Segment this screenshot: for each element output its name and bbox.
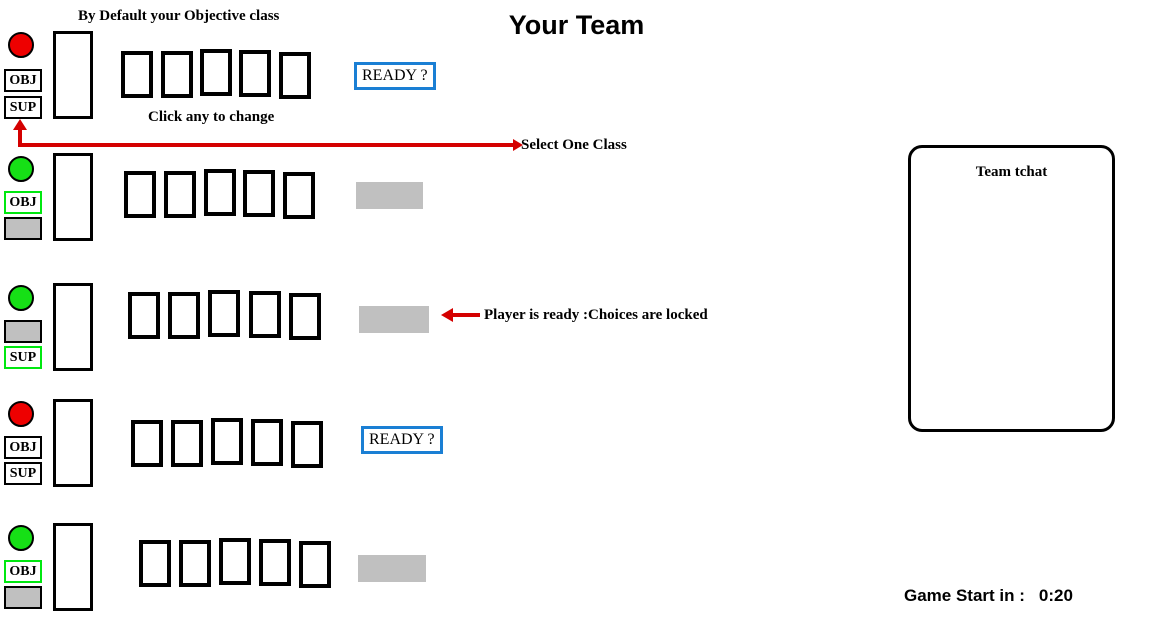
class-button-sup[interactable]: SUP xyxy=(4,96,42,119)
class-button-locked xyxy=(4,217,42,240)
player-avatar-box[interactable] xyxy=(53,523,93,611)
click-to-change-hint: Click any to change xyxy=(148,109,275,125)
class-button-locked xyxy=(4,320,42,343)
class-button-locked xyxy=(4,586,42,609)
card-slot xyxy=(208,290,240,337)
player-row: SUP xyxy=(0,280,760,390)
select-class-arrow-icon xyxy=(13,119,27,130)
class-button-obj[interactable]: OBJ xyxy=(4,560,42,583)
game-start-timer: Game Start in : 0:20 xyxy=(904,586,1073,606)
card-slot[interactable] xyxy=(251,419,283,466)
select-class-annotation-line xyxy=(18,143,516,147)
ready-button[interactable]: READY ? xyxy=(354,62,436,90)
page-title: Your Team xyxy=(508,10,645,40)
status-light xyxy=(8,156,34,182)
card-slot xyxy=(124,171,156,218)
player-avatar-box[interactable] xyxy=(53,283,93,371)
card-slot xyxy=(259,539,291,586)
ready-locked-bar xyxy=(359,306,429,333)
player-avatar-box[interactable] xyxy=(53,31,93,119)
card-slot xyxy=(204,169,236,216)
card-slot xyxy=(243,170,275,217)
team-chat-panel[interactable]: Team tchat xyxy=(908,145,1115,432)
status-light xyxy=(8,285,34,311)
ready-button[interactable]: READY ? xyxy=(361,426,443,454)
card-slot[interactable] xyxy=(161,51,193,98)
card-slot xyxy=(283,172,315,219)
player-row: OBJ xyxy=(0,150,760,260)
team-chat-title: Team tchat xyxy=(975,164,1048,180)
status-light xyxy=(8,32,34,58)
card-slot xyxy=(164,171,196,218)
select-class-annotation-text: Select One Class xyxy=(521,137,627,153)
card-slot[interactable] xyxy=(200,49,232,96)
card-slot[interactable] xyxy=(211,418,243,465)
card-slot xyxy=(179,540,211,587)
status-light xyxy=(8,525,34,551)
class-button-obj[interactable]: OBJ xyxy=(4,436,42,459)
class-button-obj[interactable]: OBJ xyxy=(4,69,42,92)
card-slot xyxy=(249,291,281,338)
card-slot[interactable] xyxy=(239,50,271,97)
ready-locked-bar xyxy=(358,555,426,582)
player-row: OBJ SUP READY ? xyxy=(0,396,760,506)
card-slot[interactable] xyxy=(279,52,311,99)
card-slot xyxy=(139,540,171,587)
class-button-obj[interactable]: OBJ xyxy=(4,191,42,214)
game-start-timer-label: Game Start in : xyxy=(904,586,1025,605)
select-class-annotation-stem xyxy=(18,128,22,146)
player-avatar-box[interactable] xyxy=(53,399,93,487)
card-slot xyxy=(299,541,331,588)
player-row: OBJ xyxy=(0,520,760,639)
select-class-arrowhead-icon xyxy=(513,139,523,151)
class-button-sup[interactable]: SUP xyxy=(4,346,42,369)
card-slot xyxy=(289,293,321,340)
card-slot[interactable] xyxy=(291,421,323,468)
card-slot xyxy=(168,292,200,339)
player-ready-arrow-icon xyxy=(441,308,453,322)
card-slot xyxy=(128,292,160,339)
default-class-hint: By Default your Objective class xyxy=(78,8,280,24)
ready-locked-bar xyxy=(356,182,423,209)
player-avatar-box[interactable] xyxy=(53,153,93,241)
player-row: OBJ SUP READY ? xyxy=(0,0,760,130)
player-ready-annotation-line xyxy=(452,313,480,317)
status-light xyxy=(8,401,34,427)
card-slot xyxy=(219,538,251,585)
card-slot[interactable] xyxy=(121,51,153,98)
card-slot[interactable] xyxy=(171,420,203,467)
class-button-sup[interactable]: SUP xyxy=(4,462,42,485)
game-start-timer-value: 0:20 xyxy=(1038,586,1073,605)
card-slot[interactable] xyxy=(131,420,163,467)
player-ready-annotation-text: Player is ready :Choices are locked xyxy=(484,307,708,323)
